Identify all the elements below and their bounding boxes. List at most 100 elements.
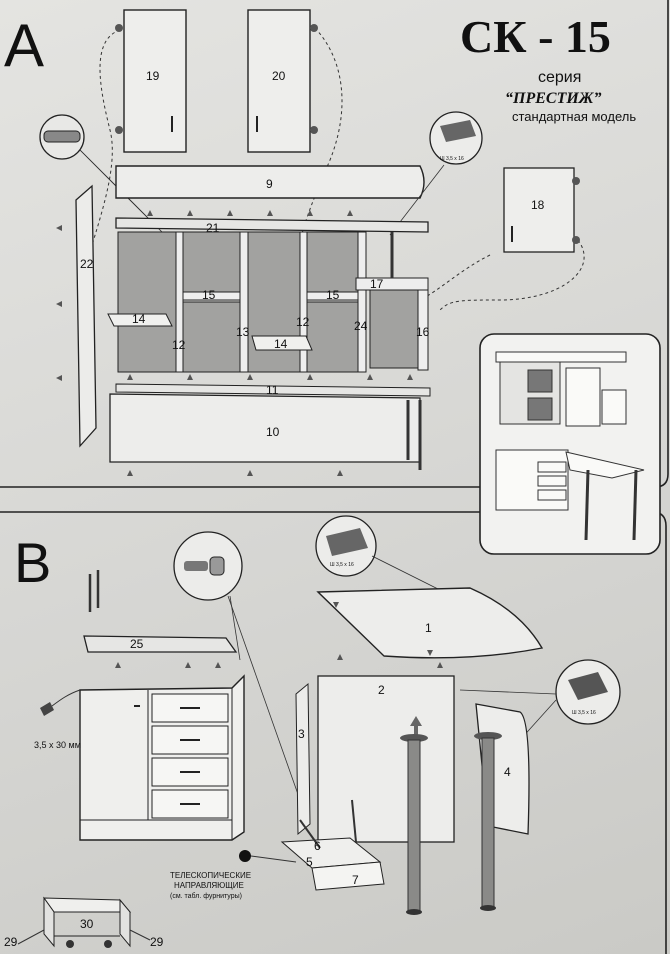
- part-label-10: 10: [266, 425, 280, 439]
- back-panel: [247, 231, 301, 373]
- plinth-10: [109, 393, 421, 463]
- part-label-16: 16: [416, 325, 430, 339]
- part-label-25: 25: [130, 637, 144, 651]
- back-panel-2: [317, 675, 455, 843]
- part-label-4: 4: [504, 765, 511, 779]
- leader-line: [129, 929, 151, 941]
- leader-line: [250, 855, 297, 863]
- callout-dot-icon: [239, 850, 251, 862]
- part-label-29b: 29: [150, 935, 164, 949]
- assembled-cabinet-icon: [495, 351, 645, 541]
- part-label-3: 3: [298, 727, 305, 741]
- top-25: [83, 635, 238, 653]
- screw-note-a: Ш 3,5 х 16: [440, 156, 464, 162]
- back-panel: [117, 231, 179, 373]
- part-label-14: 14: [132, 312, 146, 326]
- part-label-24: 24: [354, 319, 368, 333]
- section-b-letter: B: [14, 531, 51, 594]
- back-panel: [369, 289, 419, 369]
- leader-line: [227, 595, 301, 801]
- part-label-15: 15: [202, 288, 216, 302]
- slides-label-3: (см. табл. фурнитуры): [170, 892, 242, 900]
- shelf-14a: [107, 313, 173, 327]
- back-panel: [305, 231, 359, 295]
- part-label-15b: 15: [326, 288, 340, 302]
- hinge-icon: [572, 177, 580, 185]
- screw-size-label: 3,5 x 30 мм: [34, 740, 81, 750]
- screw-icons: [88, 570, 100, 612]
- cpu-stand: [43, 896, 132, 948]
- panel-9: [115, 165, 425, 199]
- divider-24: [357, 231, 367, 373]
- shelf-15b: [306, 291, 359, 301]
- leader-line: [51, 689, 81, 707]
- bolt-icon: [184, 561, 208, 571]
- back-panel: [305, 301, 359, 373]
- bottom-11: [115, 383, 431, 397]
- back-panel: [181, 301, 241, 373]
- series-name: “ПРЕСТИЖ”: [505, 90, 601, 107]
- part-label-7: 7: [352, 873, 359, 887]
- hinge-icon: [310, 24, 318, 32]
- part-label-14b: 14: [274, 337, 288, 351]
- section-a-letter: A: [4, 12, 44, 79]
- part-label-12: 12: [172, 338, 186, 352]
- part-label-30: 30: [80, 917, 94, 931]
- table-leg-icon: [474, 732, 502, 911]
- divider-12: [175, 231, 184, 373]
- side-panel-22: [75, 184, 97, 448]
- cam-lock-icon: [209, 556, 225, 576]
- hinge-guide-18: [419, 254, 491, 301]
- variant-label: стандартная модель: [512, 109, 636, 124]
- part-label-22: 22: [80, 257, 94, 271]
- top-17: [355, 277, 429, 291]
- slides-label-2: НАПРАВЛЯЮЩИЕ: [174, 881, 244, 890]
- hinge-icon: [115, 126, 123, 134]
- arrow-icons-b: [115, 602, 443, 668]
- drawer-box: [280, 799, 385, 891]
- hinge-icon: [115, 24, 123, 32]
- bracket-icon: [440, 120, 476, 142]
- bracket-icon: [326, 528, 368, 556]
- top-shelf-21: [115, 217, 429, 233]
- door-20: [247, 9, 311, 153]
- hinge-icon: [572, 236, 580, 244]
- table-leg-icon: [400, 734, 428, 915]
- drawer-handle-icons: [134, 705, 200, 805]
- hinge-guide-18b: [439, 239, 585, 311]
- leader-line: [459, 689, 557, 695]
- part-label-5: 5: [306, 855, 313, 869]
- screw-note-b-top: Ш 3,5 х 16: [330, 562, 354, 568]
- dowel-icon: [43, 130, 81, 143]
- part-label-9: 9: [266, 177, 273, 191]
- leader-line: [229, 595, 241, 661]
- part-label-29a: 29: [4, 935, 18, 949]
- screw-note-b-right: Ш 3,5 х 16: [572, 710, 596, 716]
- series-label: серия: [538, 69, 581, 86]
- tabletop-1: [316, 587, 544, 659]
- divider-13: [239, 231, 249, 373]
- door-18: [503, 167, 575, 253]
- hinge-icon: [310, 126, 318, 134]
- part-label-6: 6: [314, 839, 321, 853]
- screw-icon: [40, 702, 54, 716]
- shelf-15a: [182, 291, 241, 301]
- part-label-2: 2: [378, 683, 385, 697]
- part-label-17: 17: [370, 277, 384, 291]
- arrow-icons: [56, 210, 413, 476]
- part-label-19: 19: [146, 69, 160, 83]
- divider-12b: [299, 231, 308, 373]
- leader-line: [17, 929, 45, 945]
- part-label-20: 20: [272, 69, 286, 83]
- slides-label-1: ТЕЛЕСКОПИЧЕСКИЕ: [170, 871, 251, 880]
- part-label-12b: 12: [296, 315, 310, 329]
- door-19: [123, 9, 187, 153]
- hinge-guide-left: [84, 29, 121, 271]
- hinge-guide-right: [295, 27, 343, 301]
- part-label-1: 1: [425, 621, 432, 635]
- part-label-18: 18: [531, 198, 545, 212]
- part-label-13: 13: [236, 325, 250, 339]
- bracket-icon: [568, 672, 608, 700]
